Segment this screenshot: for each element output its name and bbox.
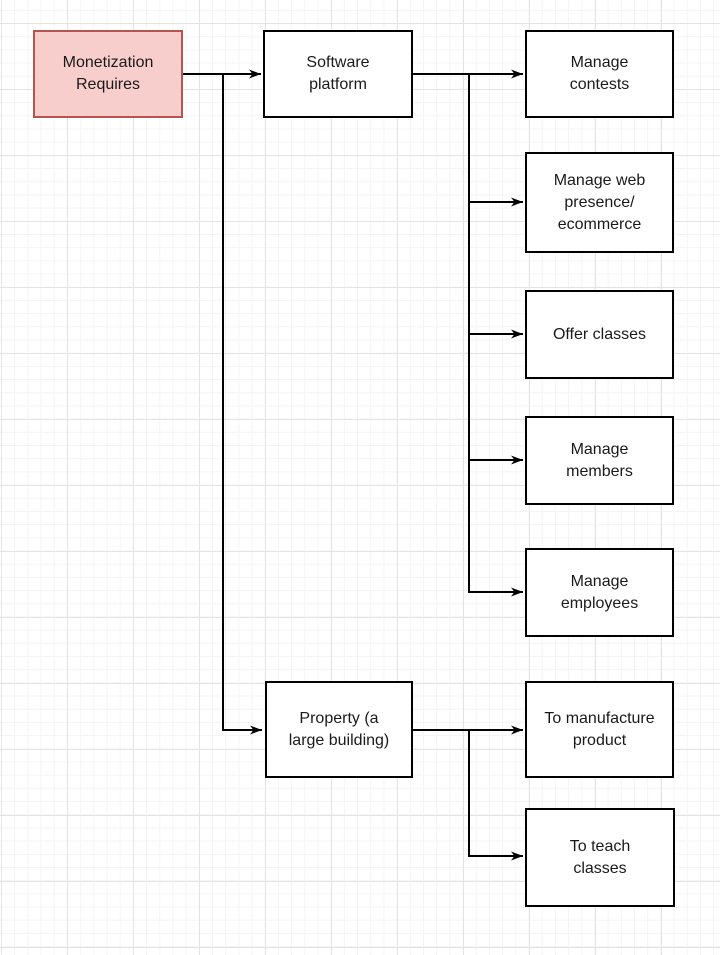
node-to-manufacture-product-label: To manufacture product: [544, 709, 655, 749]
node-offer-classes-label: Offer classes: [552, 325, 647, 343]
edge-property-to-teach-classes[interactable]: [468, 730, 523, 861]
node-to-teach-classes-label: To teach classes: [569, 837, 631, 877]
node-manage-web-presence-label: Manage web presence/ ecommerce: [553, 171, 646, 233]
node-property-label: Property (a large building): [288, 709, 390, 749]
edge-monetization-to-property[interactable]: [222, 74, 262, 735]
node-property[interactable]: Property (a large building): [265, 681, 413, 778]
node-manage-members[interactable]: Manage members: [525, 416, 674, 505]
node-monetization-requires-label: Monetization Requires: [62, 54, 154, 93]
node-software-platform-label: Software platform: [306, 54, 370, 93]
node-manage-members-label: Manage members: [566, 440, 633, 480]
node-monetization-requires[interactable]: Monetization Requires: [33, 30, 183, 118]
node-software-platform[interactable]: Software platform: [263, 30, 413, 118]
node-manage-contests[interactable]: Manage contests: [525, 30, 674, 118]
node-to-teach-classes[interactable]: To teach classes: [525, 808, 675, 907]
edge-software-to-manage-employees[interactable]: [468, 74, 523, 597]
node-to-manufacture-product[interactable]: To manufacture product: [525, 681, 674, 778]
node-manage-web-presence[interactable]: Manage web presence/ ecommerce: [525, 152, 674, 253]
node-manage-employees-label: Manage employees: [560, 572, 639, 612]
node-manage-contests-label: Manage contests: [569, 54, 630, 93]
node-offer-classes[interactable]: Offer classes: [525, 290, 674, 379]
node-manage-employees[interactable]: Manage employees: [525, 548, 674, 637]
